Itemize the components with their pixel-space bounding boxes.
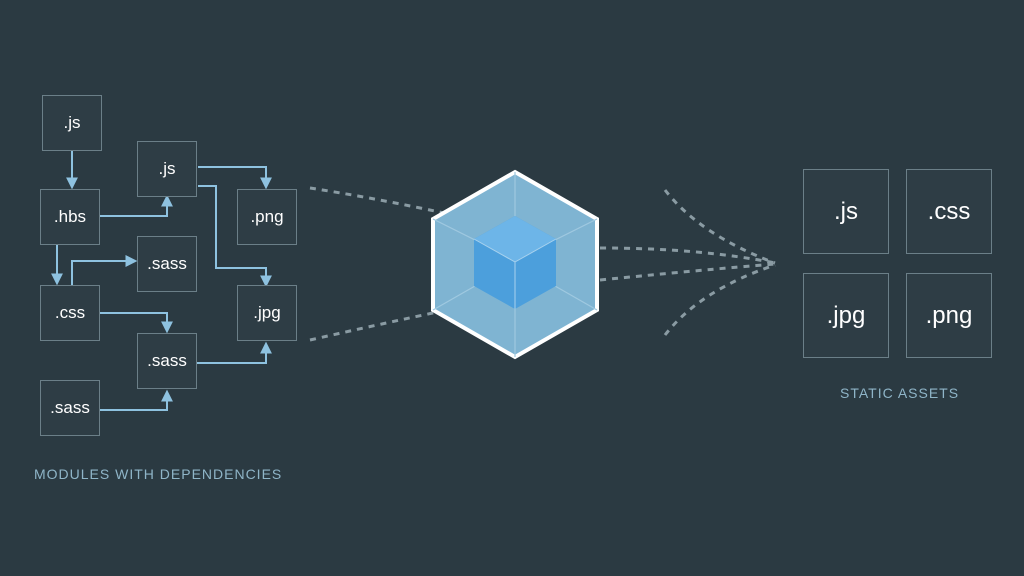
dashed-line-out-4 xyxy=(663,263,776,336)
output-dashed-lines xyxy=(599,189,776,336)
dashed-line-out-3 xyxy=(663,189,776,265)
dependency-arrows xyxy=(51,150,272,411)
module-label: .js xyxy=(63,113,81,132)
module-sass-bottom: .sass xyxy=(40,380,100,436)
module-js-mid: .js xyxy=(137,141,197,197)
modules-caption: MODULES WITH DEPENDENCIES xyxy=(34,466,283,482)
module-jpg: .jpg xyxy=(237,285,297,341)
arrow-js-to-jpg xyxy=(198,185,272,288)
arrow-sass-bottom-to-sass-mid xyxy=(98,389,173,411)
asset-label: .js xyxy=(834,197,858,225)
webpack-cube-icon xyxy=(431,169,599,360)
assets-caption: STATIC ASSETS xyxy=(840,385,960,401)
asset-css: .css xyxy=(906,169,992,254)
asset-jpg: .jpg xyxy=(803,273,889,358)
arrow-sass-mid-to-jpg xyxy=(196,341,272,364)
asset-label: .css xyxy=(927,197,971,225)
asset-js: .js xyxy=(803,169,889,254)
module-label: .png xyxy=(250,207,284,226)
module-label: .sass xyxy=(50,398,90,417)
arrow-css-to-sass-mid xyxy=(98,312,173,334)
asset-png: .png xyxy=(906,273,992,358)
module-label: .sass xyxy=(147,351,187,370)
module-hbs: .hbs xyxy=(40,189,100,245)
arrow-js-to-png xyxy=(198,166,272,190)
module-js-top: .js xyxy=(42,95,102,151)
arrow-css-to-sass-top xyxy=(71,255,138,285)
module-css: .css xyxy=(40,285,100,341)
module-sass-mid: .sass xyxy=(137,333,197,389)
module-label: .jpg xyxy=(253,303,281,322)
dashed-line-out-2 xyxy=(599,262,776,282)
module-sass-top: .sass xyxy=(137,236,197,292)
module-label: .hbs xyxy=(53,207,87,226)
module-png: .png xyxy=(237,189,297,245)
dashed-line-out-1 xyxy=(599,246,776,265)
arrow-hbs-to-js xyxy=(98,194,173,217)
dashed-line-bottom-in xyxy=(309,293,521,342)
asset-label: .jpg xyxy=(826,301,866,329)
module-label: .js xyxy=(158,159,176,178)
module-label: .sass xyxy=(147,254,187,273)
module-label: .css xyxy=(54,303,86,322)
asset-label: .png xyxy=(925,301,973,329)
